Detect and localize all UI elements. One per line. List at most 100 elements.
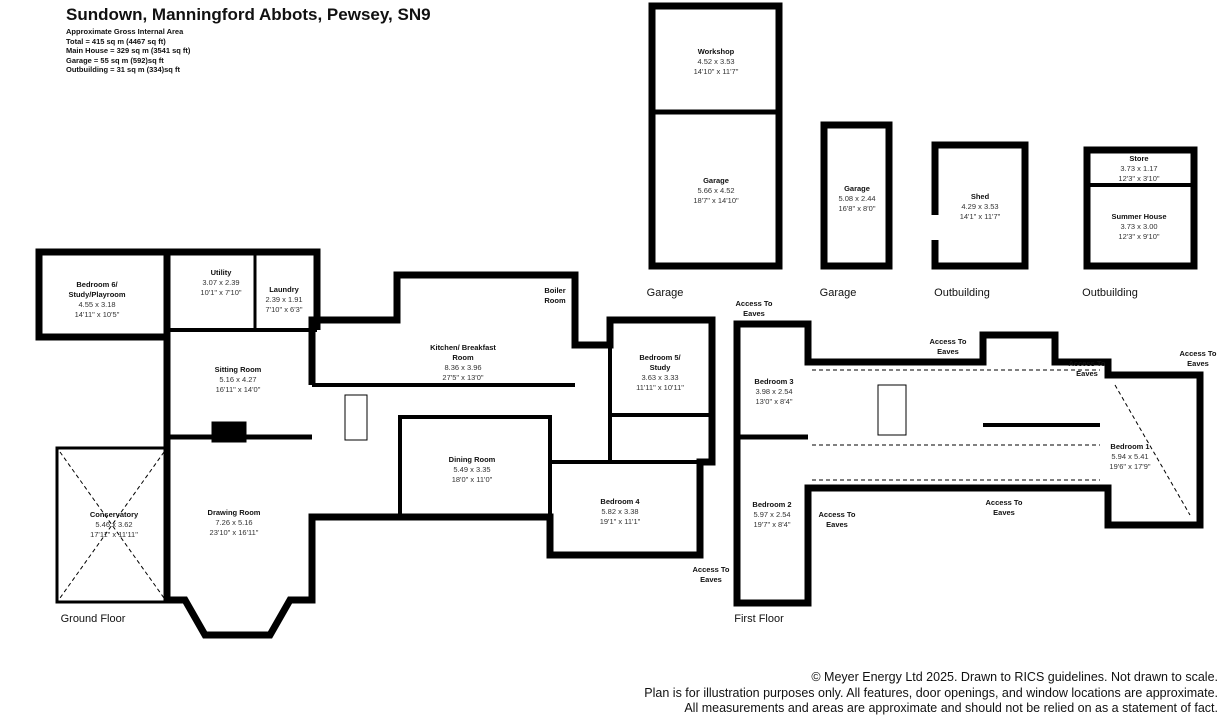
room-imperial: 7'10" x 6'3" bbox=[265, 305, 303, 314]
room-metric: 5.82 x 3.38 bbox=[601, 507, 639, 516]
page-title: Sundown, Manningford Abbots, Pewsey, SN9 bbox=[66, 5, 431, 24]
label-first-floor: First Floor bbox=[734, 613, 784, 625]
room-metric: 3.73 x 1.17 bbox=[1120, 164, 1158, 173]
room-metric: 5.08 x 2.44 bbox=[838, 194, 876, 203]
label-ground-floor: Ground Floor bbox=[60, 613, 126, 625]
room-name: Conservatory bbox=[89, 510, 139, 519]
room-name: Summer House bbox=[1111, 212, 1167, 221]
room-imperial: 19'6" x 17'9" bbox=[1109, 462, 1151, 471]
room-imperial: 12'3" x 9'10" bbox=[1118, 232, 1160, 241]
room-imperial: 11'11" x 10'11" bbox=[636, 383, 684, 392]
room-metric: 4.55 x 3.18 bbox=[78, 300, 116, 309]
main-house-walls bbox=[163, 271, 716, 639]
label-outbuilding-2: Outbuilding bbox=[1082, 287, 1138, 299]
label-outbuilding-1: Outbuilding bbox=[934, 287, 990, 299]
room-imperial: 10'1" x 7'10" bbox=[200, 288, 242, 297]
room-imperial: 18'0" x 11'0" bbox=[451, 475, 493, 484]
room-metric: 2.39 x 1.91 bbox=[265, 295, 303, 304]
area-heading: Approximate Gross Internal Area bbox=[66, 27, 184, 36]
room-metric: 3.63 x 3.33 bbox=[641, 373, 679, 382]
room-metric: 5.16 x 4.27 bbox=[219, 375, 257, 384]
room-metric: 4.29 x 3.53 bbox=[961, 202, 999, 211]
room-metric: 5.97 x 2.54 bbox=[753, 510, 791, 519]
room-imperial: 16'11" x 14'0" bbox=[215, 385, 261, 394]
room-imperial: 27'5" x 13'0" bbox=[442, 373, 484, 382]
room-metric: 5.94 x 5.41 bbox=[1111, 452, 1149, 461]
room-metric: 3.73 x 3.00 bbox=[1120, 222, 1158, 231]
eaves-access-label: Access To Eaves bbox=[1068, 359, 1106, 378]
room-imperial: 18'7" x 14'10" bbox=[693, 196, 739, 205]
eaves-access-label: Access To Eaves bbox=[985, 498, 1023, 517]
disclaimer: © Meyer Energy Ltd 2025. Drawn to RICS g… bbox=[644, 670, 1218, 717]
room-imperial: 19'7" x 8'4" bbox=[753, 520, 791, 529]
room-metric: 3.07 x 2.39 bbox=[202, 278, 240, 287]
room-name: Shed bbox=[970, 192, 990, 201]
room-imperial: 14'11" x 10'5" bbox=[74, 310, 120, 319]
area-total: Total = 415 sq m (4467 sq ft) bbox=[66, 36, 166, 46]
room-metric: 5.66 x 4.52 bbox=[697, 186, 735, 195]
room-imperial: 19'1" x 11'1" bbox=[599, 517, 641, 526]
area-garage: Garage = 55 sq m (592)sq ft bbox=[66, 55, 164, 65]
eaves-access-label: Access To Eaves bbox=[692, 565, 730, 584]
bedroom6-walls bbox=[35, 248, 171, 341]
first-floor-walls bbox=[733, 320, 1204, 607]
area-outbuilding: Outbuilding = 31 sq m (334)sq ft bbox=[66, 65, 180, 74]
room-imperial: 17'11" x 11'11" bbox=[90, 530, 138, 539]
room-metric: 5.49 x 3.35 bbox=[453, 465, 491, 474]
disclaimer-line: All measurements and areas are approxima… bbox=[684, 701, 1218, 715]
room-imperial: 14'1" x 11'7" bbox=[959, 212, 1001, 221]
room-name: Boiler Room bbox=[544, 286, 566, 305]
room-imperial: 13'0" x 8'4" bbox=[755, 397, 793, 406]
fireplace bbox=[211, 421, 247, 443]
room-name: Dining Room bbox=[448, 455, 496, 464]
room-imperial: 14'10" x 11'7" bbox=[693, 67, 739, 76]
shed-walls bbox=[931, 141, 1029, 270]
room-name: Workshop bbox=[697, 47, 735, 56]
staircase bbox=[344, 384, 907, 441]
area-summary: Approximate Gross Internal Area Total = … bbox=[66, 27, 190, 75]
summerhouse-walls bbox=[1083, 146, 1198, 270]
eaves-access-label: Access To Eaves bbox=[735, 299, 773, 318]
eaves-access-label: Access To Eaves bbox=[929, 337, 967, 356]
room-imperial: 23'10" x 16'11" bbox=[209, 528, 259, 537]
eaves-access-label: Access To Eaves bbox=[818, 510, 856, 529]
room-imperial: 12'3" x 3'10" bbox=[1118, 174, 1160, 183]
room-metric: 8.36 x 3.96 bbox=[444, 363, 482, 372]
room-name: Garage bbox=[844, 184, 870, 193]
dining-walls bbox=[398, 415, 552, 519]
room-name: Drawing Room bbox=[207, 508, 261, 517]
label-garage-1: Garage bbox=[646, 287, 684, 299]
room-name: Kitchen/ Breakfast Room bbox=[430, 343, 496, 362]
room-name: Utility bbox=[210, 268, 232, 277]
room-imperial: 16'8" x 8'0" bbox=[838, 204, 876, 213]
copyright-line: © Meyer Energy Ltd 2025. Drawn to RICS g… bbox=[811, 670, 1218, 684]
eaves-access-label: Access To Eaves bbox=[1179, 349, 1217, 368]
room-metric: 7.26 x 5.16 bbox=[215, 518, 253, 527]
room-name: Bedroom 1 bbox=[1110, 442, 1150, 451]
room-metric: 3.98 x 2.54 bbox=[755, 387, 793, 396]
area-main-house: Main House = 329 sq m (3541 sq ft) bbox=[66, 46, 191, 55]
workshop-garage-walls bbox=[648, 2, 783, 270]
garage2-walls bbox=[820, 121, 893, 270]
room-name: Bedroom 6/ Study/Playroom bbox=[68, 280, 126, 299]
room-name: Garage bbox=[703, 176, 729, 185]
